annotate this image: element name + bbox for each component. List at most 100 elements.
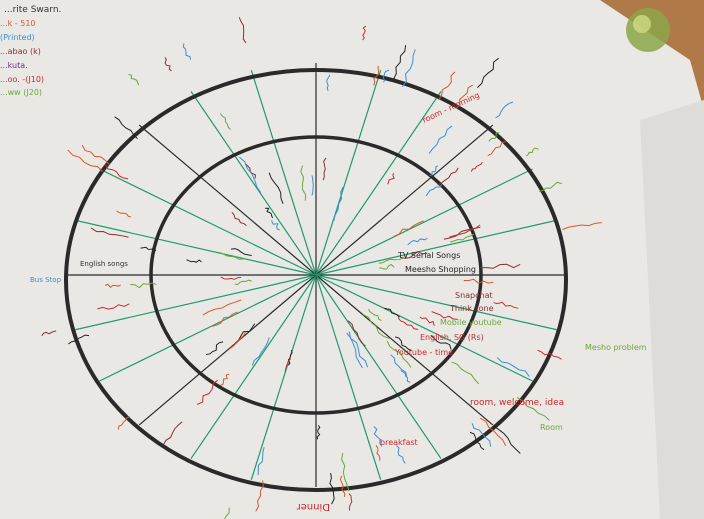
handwriting-scribble — [419, 316, 435, 326]
handwriting-scribble — [346, 332, 363, 369]
handwriting-scribble — [316, 424, 321, 440]
handwriting-scribble — [186, 259, 202, 263]
spoke-line — [138, 274, 317, 426]
handwriting-scribble — [117, 416, 131, 430]
handwriting-scribble — [368, 309, 382, 321]
handwriting-scribble — [105, 164, 129, 180]
spoke-line — [315, 219, 558, 276]
legend-line: (Printed) — [0, 33, 35, 42]
handwriting-scribble — [67, 149, 104, 172]
handwriting-scribble — [449, 224, 481, 238]
spoke-line — [315, 274, 442, 459]
handwriting-scribble — [300, 165, 307, 201]
spoke-line — [315, 91, 442, 276]
spoke-line — [315, 70, 382, 276]
note-mobile: Mobile youtube — [440, 318, 502, 327]
handwriting-scribble — [387, 172, 395, 185]
outer-ring — [64, 68, 568, 492]
wood-table — [600, 0, 704, 110]
spoke-line — [315, 274, 382, 480]
handwriting-scribble — [114, 116, 138, 140]
note-meesho: Meesho Shopping — [405, 265, 476, 274]
note-dinner: Dinner — [296, 501, 330, 512]
spoke-line — [74, 219, 317, 276]
handwriting-scribble — [41, 330, 57, 337]
spoke-line — [74, 274, 317, 331]
handwriting-scribble — [431, 311, 458, 320]
handwriting-scribble — [130, 282, 157, 289]
handwriting-scribble — [373, 426, 383, 447]
handwriting-scribble — [430, 334, 452, 350]
handwriting-scribble — [239, 156, 262, 193]
handwriting-scribble — [450, 233, 475, 243]
handwriting-scribble — [379, 263, 395, 270]
note-busstop: Bus Stop — [30, 276, 62, 284]
handwriting-scribble — [104, 283, 121, 288]
note-english: English, SG (Rs) — [420, 333, 484, 342]
handwriting-scribble — [348, 493, 353, 511]
handwriting-scribble — [219, 113, 231, 130]
paperweight-highlight — [633, 15, 651, 33]
handwriting-scribble — [382, 69, 390, 83]
legend-line: ...k - 510 — [0, 19, 36, 28]
handwriting-scribble — [525, 147, 539, 157]
handwriting-scribble — [479, 417, 507, 446]
handwriting-scribble — [407, 237, 428, 246]
handwriting-scribble — [463, 278, 494, 284]
handwriting-scribble — [493, 301, 519, 309]
legend-line: ...abao (k) — [0, 47, 41, 56]
handwriting-scribble — [362, 314, 390, 339]
handwriting-scribble — [229, 332, 246, 350]
note-mesh: Mesho problem — [585, 343, 647, 352]
handwriting-scribble — [492, 425, 521, 454]
handwriting-scribble — [128, 74, 140, 86]
handwriting-scribble — [384, 307, 400, 318]
handwriting-scribble — [182, 43, 191, 60]
handwriting-scribble — [396, 445, 406, 464]
handwriting-scribble — [255, 480, 264, 512]
handwriting-scribble — [164, 57, 172, 72]
spoke-line — [99, 168, 317, 276]
handwriting-scribble — [394, 336, 412, 351]
handwriting-scribble — [196, 379, 219, 405]
spoke-line — [250, 70, 317, 276]
handwriting-scribble — [438, 71, 456, 101]
legend-line: ...oo. -(J10) — [0, 75, 44, 84]
handwriting-scribble — [339, 475, 346, 497]
note-room-welcome: room, welcome, idea — [470, 398, 564, 408]
handwriting-scribble — [375, 445, 381, 461]
handwriting-scribble — [311, 175, 314, 196]
spoke-line — [190, 274, 317, 459]
handwriting-scribble — [397, 317, 419, 330]
handwriting-scribble — [400, 369, 411, 383]
handwriting-scribble — [362, 25, 367, 41]
spoke-line — [315, 274, 494, 426]
handwriting-scribble — [218, 251, 244, 260]
handwriting-scribble — [221, 507, 230, 519]
handwriting-scribble — [68, 334, 90, 345]
handwriting-scribble — [390, 354, 408, 378]
handwriting-scribble — [487, 141, 506, 157]
handwriting-scribble — [496, 357, 530, 377]
handwriting-scribble — [470, 161, 483, 172]
spoke-line — [315, 274, 533, 382]
handwriting-scribble — [386, 340, 412, 368]
handwriting-scribble — [378, 257, 403, 264]
handwriting-scribble — [271, 220, 280, 231]
handwriting-scribble — [429, 165, 439, 176]
handwriting-scribble — [333, 186, 344, 221]
handwriting-scribble — [268, 172, 284, 205]
handwriting-scribble — [537, 349, 562, 360]
handwriting-scribble — [257, 447, 265, 475]
handwriting-scribble — [322, 157, 327, 181]
radial-spokes — [66, 63, 566, 487]
spoke-line — [138, 124, 317, 276]
handwriting-scribble — [251, 337, 270, 366]
note-youtube: Youtube - time — [394, 348, 453, 357]
spoke-line — [315, 274, 558, 331]
spoke-line — [99, 274, 317, 382]
note-breakfast: breakfast — [380, 438, 418, 447]
note-snap: Snapchat — [455, 291, 493, 300]
